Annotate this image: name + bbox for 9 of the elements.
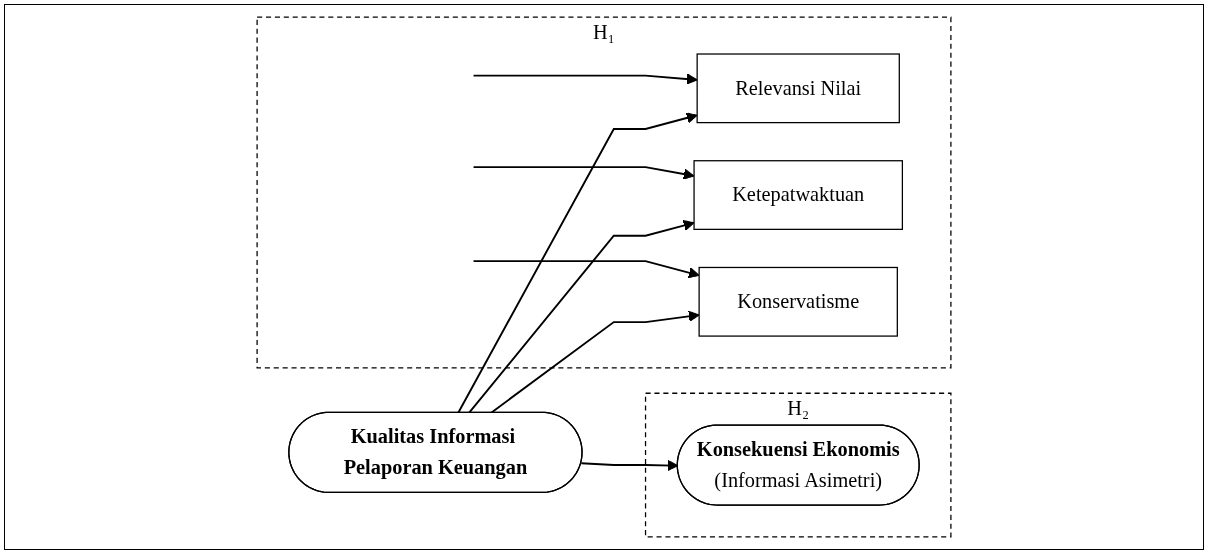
node-box: Relevansi Nilai [696, 53, 900, 124]
arrow [472, 73, 698, 85]
node-box: Konservatisme [698, 266, 898, 337]
arrow [457, 112, 698, 414]
arrow [468, 220, 695, 414]
arrow [489, 310, 700, 414]
arrow [472, 260, 700, 279]
node-box: Ketepatwaktuan [693, 160, 903, 230]
arrow [472, 166, 695, 180]
